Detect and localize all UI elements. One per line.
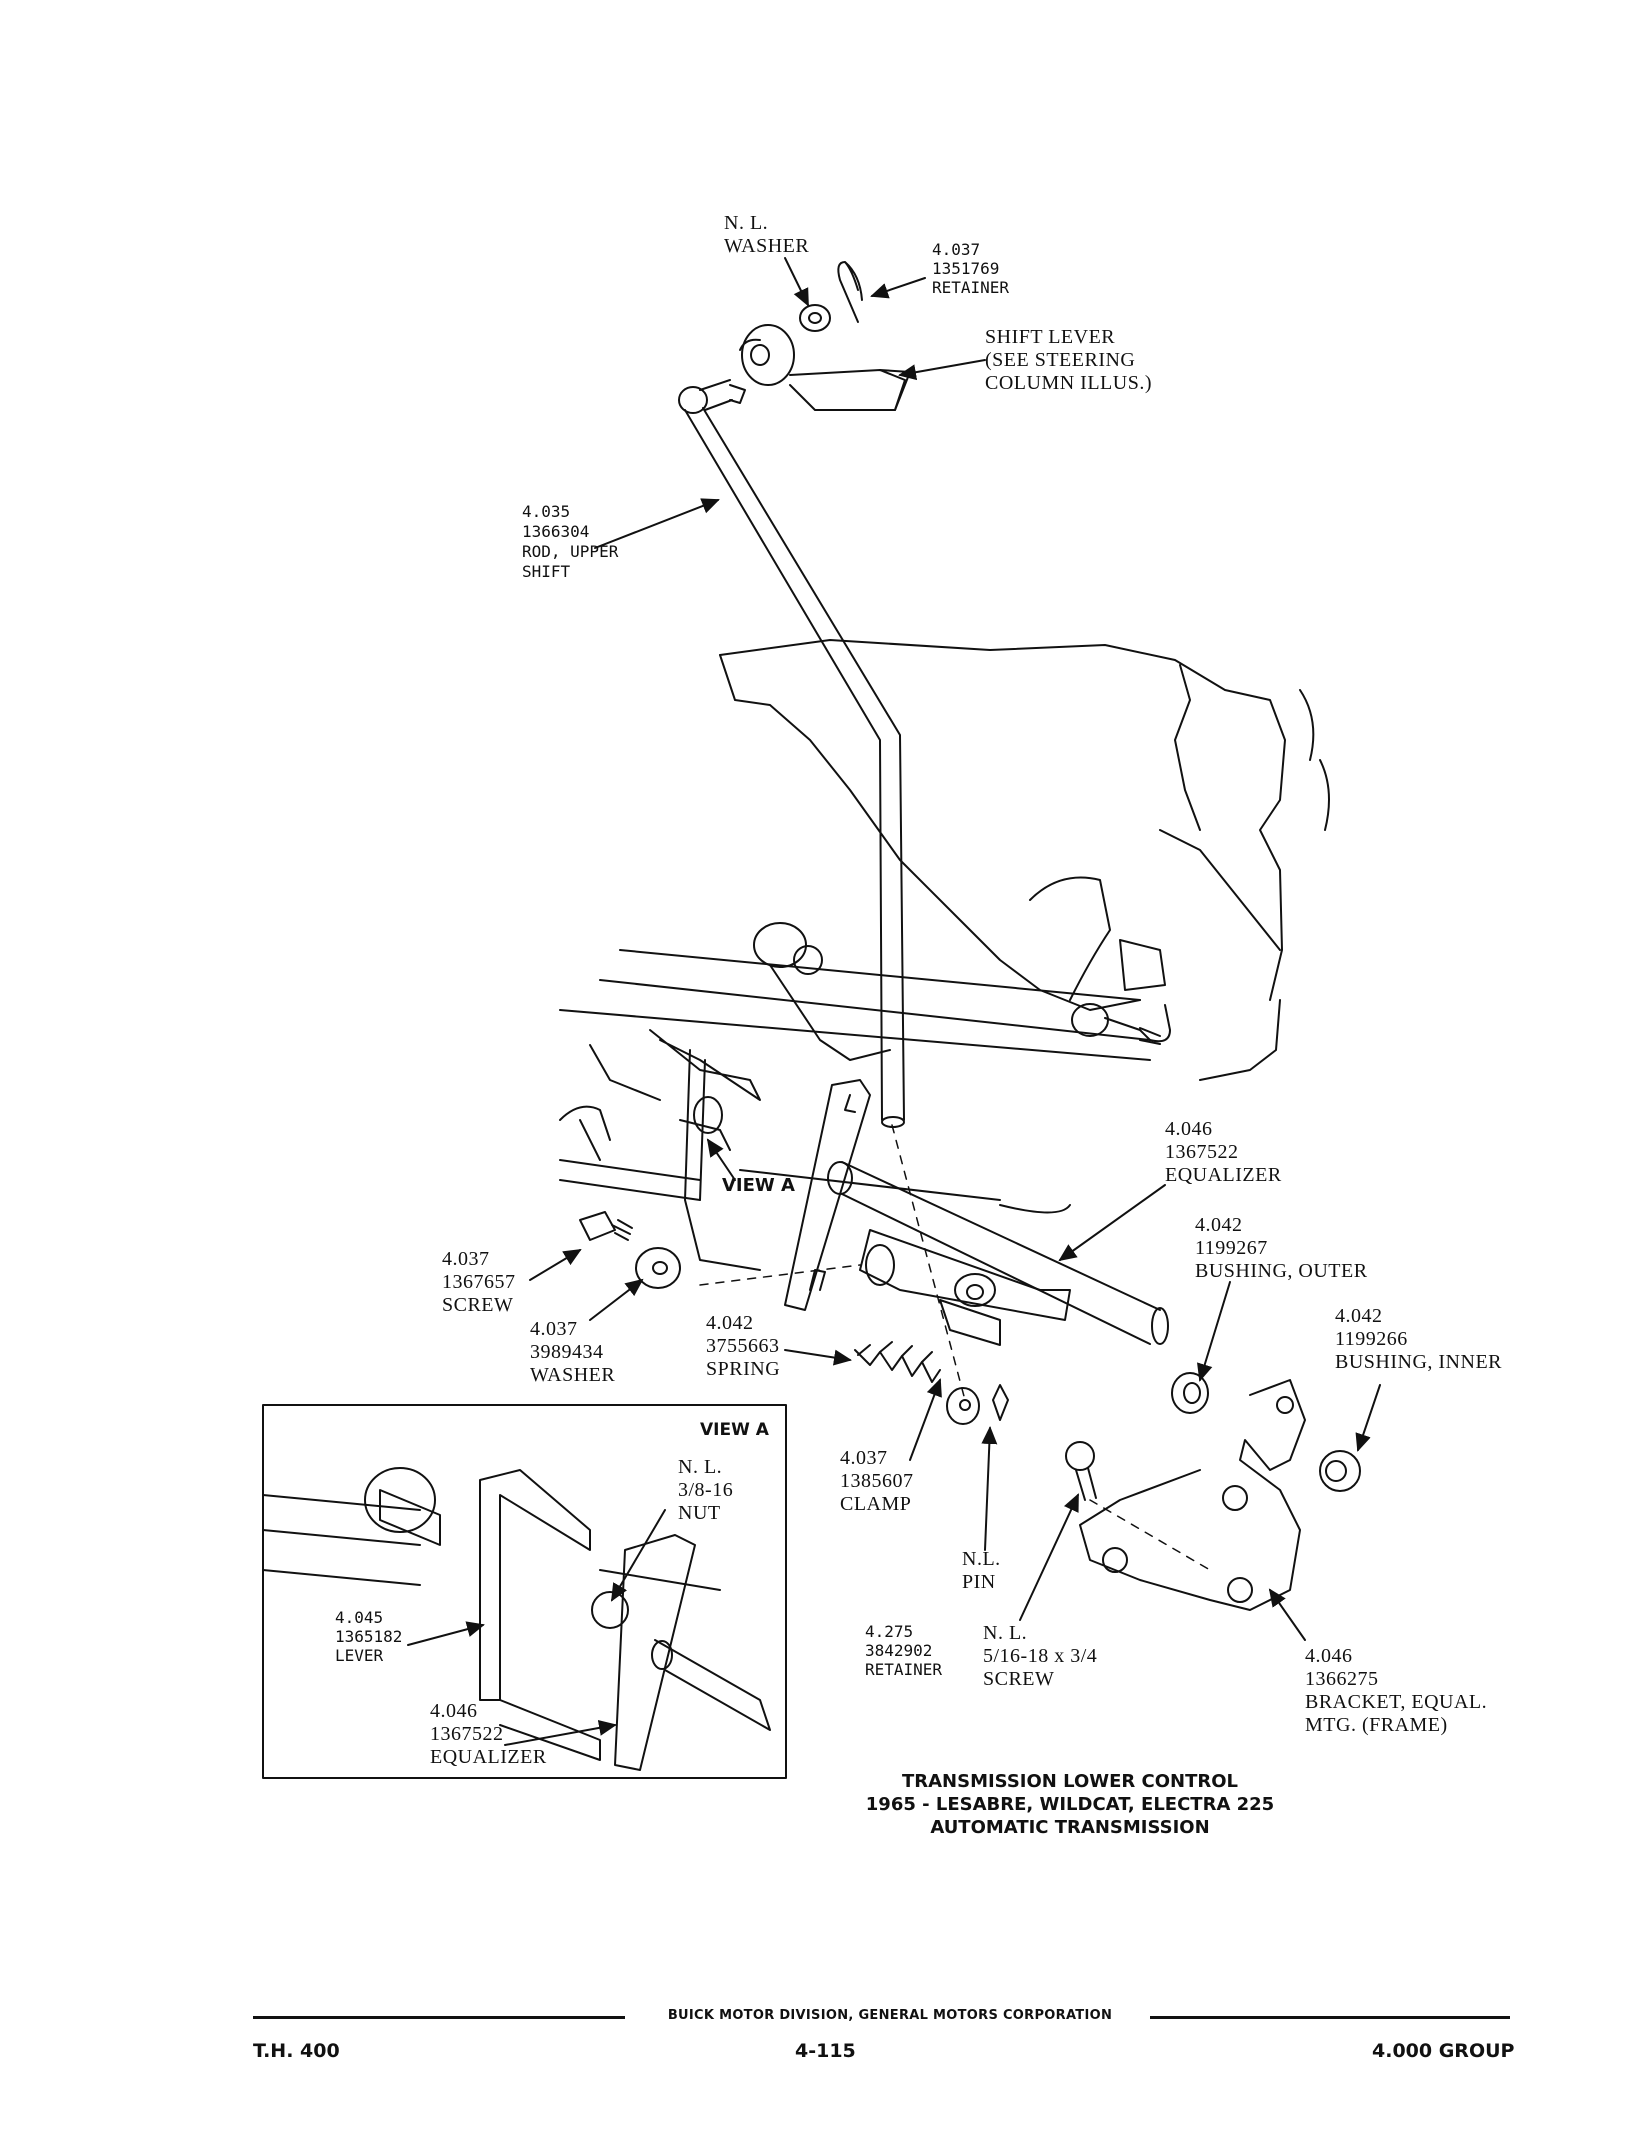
label-washer-left: 4.037 3989434 WASHER (530, 1318, 616, 1386)
label-nut: N. L. 3/8-16 NUT (678, 1456, 734, 1524)
bushing-outer (1171, 1372, 1209, 1414)
shift-lever (739, 324, 911, 411)
caption-line-2: 1965 - LESABRE, WILDCAT, ELECTRA 225 (865, 1794, 1275, 1815)
case-mount-boss (753, 922, 891, 1061)
lever-assembly (649, 1029, 761, 1271)
label-screw-bottom: N. L. 5/16-18 x 3/4 SCREW (983, 1622, 1098, 1690)
label-pin: N.L. PIN (962, 1548, 1001, 1593)
retainer-top (837, 261, 863, 323)
spring (854, 1341, 941, 1383)
label-view-a-tag: VIEW A (722, 1175, 795, 1196)
label-retainer-top: 4.037 1351769 RETAINER (932, 240, 1010, 297)
washer-left (635, 1247, 681, 1289)
screw-bottom (1065, 1441, 1097, 1501)
label-bushing-outer: 4.042 1199267 BUSHING, OUTER (1195, 1214, 1368, 1282)
leader-arrows (407, 257, 1381, 1746)
label-screw-left: 4.037 1367657 SCREW (442, 1248, 516, 1316)
view-a-drawing (262, 1467, 771, 1771)
view-a-inset (262, 1404, 787, 1779)
screw-left (579, 1211, 633, 1241)
label-view-a-title: VIEW A (700, 1420, 769, 1440)
washer-top (799, 304, 831, 332)
equalizer-lever (784, 1079, 871, 1311)
label-spring: 4.042 3755663 SPRING (706, 1312, 781, 1380)
clamp (946, 1387, 980, 1425)
pin (992, 1384, 1009, 1421)
footer-group: 4.000 GROUP (1372, 2040, 1515, 2062)
footer-rule-right (1150, 2016, 1510, 2019)
label-washer-top: N. L. WASHER (724, 212, 810, 257)
equalizer-shaft (827, 1161, 1169, 1346)
label-shift-lever: SHIFT LEVER (SEE STEERING COLUMN ILLUS.) (985, 326, 1152, 394)
diagram-caption: TRANSMISSION LOWER CONTROL 1965 - LESABR… (720, 1770, 1420, 1839)
label-equalizer-inset: 4.046 1367522 EQUALIZER (430, 1700, 547, 1768)
label-equalizer: 4.046 1367522 EQUALIZER (1165, 1118, 1282, 1186)
footer-page-number: 4-115 (795, 2040, 856, 2062)
caption-line-1: TRANSMISSION LOWER CONTROL (901, 1771, 1239, 1792)
transmission-shaft (1071, 1003, 1161, 1045)
bracket (1079, 1379, 1306, 1611)
bushing-inner (1319, 1450, 1361, 1492)
footer-corporation: BUICK MOTOR DIVISION, GENERAL MOTORS COR… (667, 2008, 1113, 2023)
label-bracket: 4.046 1366275 BRACKET, EQUAL. MTG. (FRAM… (1305, 1645, 1488, 1736)
label-clamp: 4.037 1385607 CLAMP (840, 1447, 914, 1515)
label-retainer-bottom: 4.275 3842902 RETAINER (865, 1622, 943, 1679)
assembly-guides (699, 1124, 1211, 1571)
footer-left: T.H. 400 (253, 2040, 340, 2062)
label-bushing-inner: 4.042 1199266 BUSHING, INNER (1335, 1305, 1502, 1373)
caption-line-3: AUTOMATIC TRANSMISSION (930, 1817, 1210, 1838)
label-lever: 4.045 1365182 LEVER (335, 1608, 403, 1665)
label-upper-shift-rod: 4.035 1366304 ROD, UPPER SHIFT (522, 502, 619, 581)
footer-rule-left (253, 2016, 625, 2019)
upper-shift-rod (678, 379, 905, 1128)
